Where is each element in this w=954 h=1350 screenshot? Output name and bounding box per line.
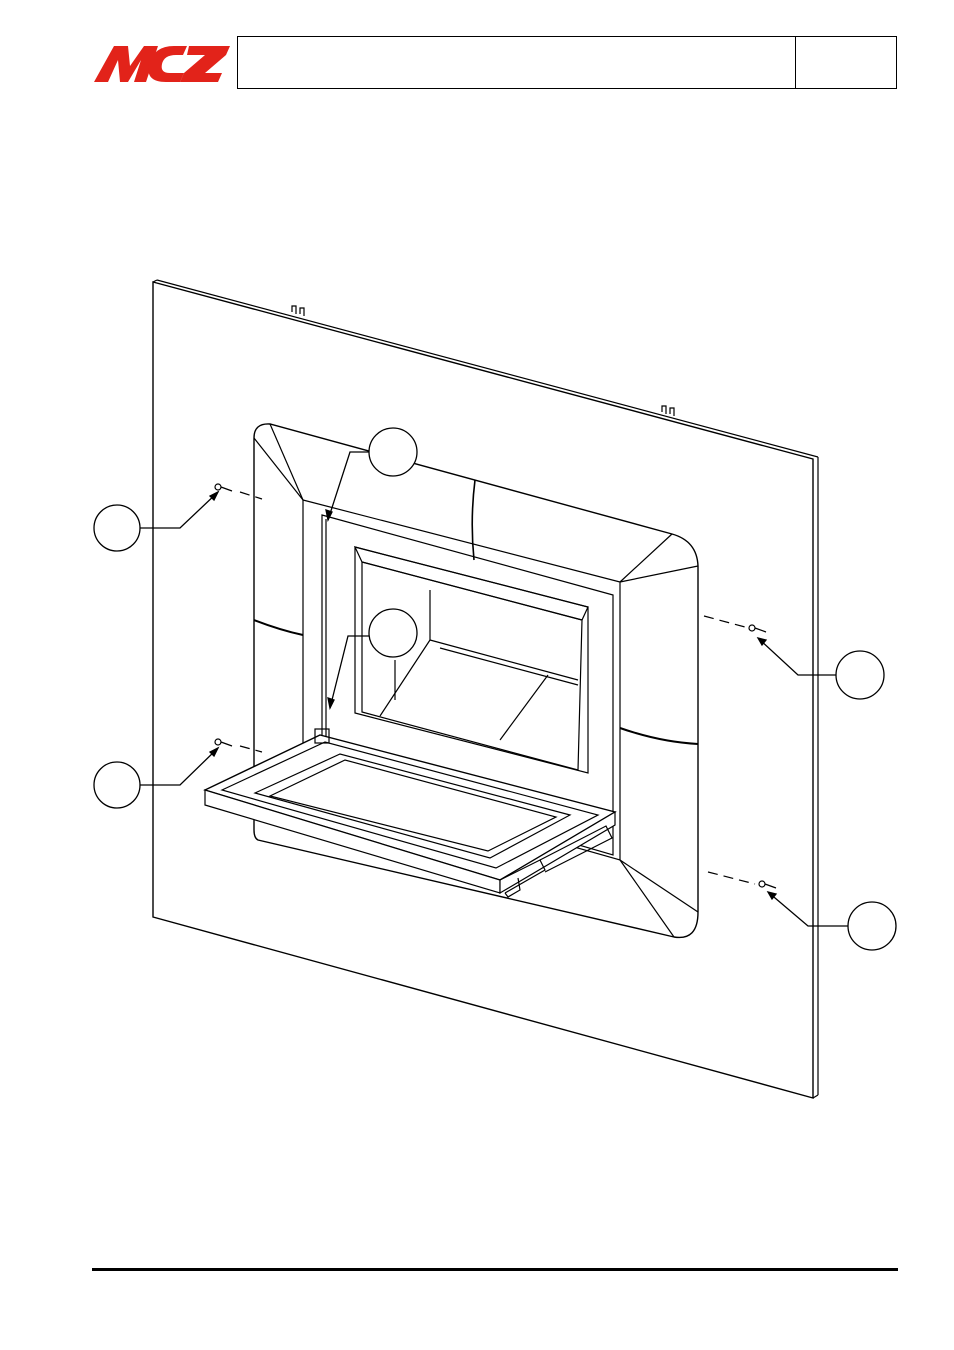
screw-right-top [748, 624, 767, 633]
callout-top-center [368, 427, 418, 477]
firebox [353, 546, 589, 774]
screw-right-bottom [758, 880, 777, 889]
screw-left-top [214, 483, 233, 492]
screws [214, 483, 777, 889]
header-box [237, 36, 897, 89]
inner-plate [321, 514, 614, 856]
callout-right-top [835, 650, 885, 700]
header-title [238, 37, 796, 88]
callout-middle-center [368, 608, 418, 658]
callout-left-bottom [93, 761, 141, 809]
screw-left-bottom [214, 738, 233, 747]
footer-rule [92, 1268, 898, 1271]
opened-door [203, 728, 617, 898]
callout-left-top [93, 504, 141, 552]
callout-right-bottom [847, 901, 897, 951]
callouts [93, 427, 897, 951]
mcz-logo [94, 46, 230, 82]
